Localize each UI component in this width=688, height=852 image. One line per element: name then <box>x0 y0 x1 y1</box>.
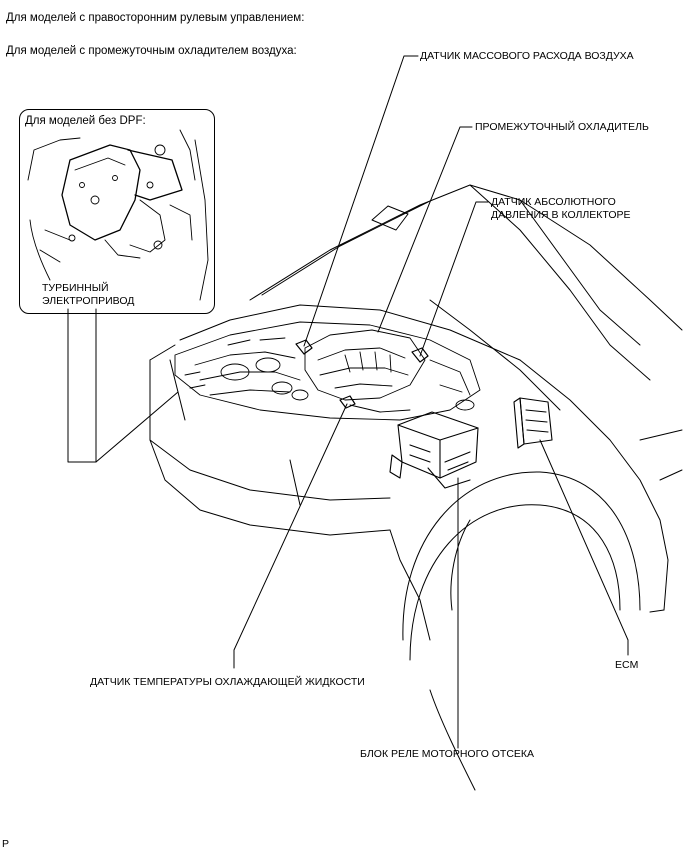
label-map-sensor-line2: ДАВЛЕНИЯ В КОЛЛЕКТОРЕ <box>491 209 631 221</box>
label-coolant-temp-sensor: ДАТЧИК ТЕМПЕРАТУРЫ ОХЛАЖДАЮЩЕЙ ЖИДКОСТИ <box>90 676 365 688</box>
ecm-unit <box>513 397 553 449</box>
label-intercooler: ПРОМЕЖУТОЧНЫЙ ОХЛАДИТЕЛЬ <box>475 121 649 133</box>
label-relay-block: БЛОК РЕЛЕ МОТОРНОГО ОТСЕКА <box>360 748 535 760</box>
label-map-sensor-line1: ДАТЧИК АБСОЛЮТНОГО <box>491 196 616 208</box>
inset-illustration <box>27 129 209 301</box>
leader-lines <box>67 55 629 749</box>
inset-frame <box>19 109 215 314</box>
header-note-rhd: Для моделей с правосторонним рулевым упр… <box>6 12 305 24</box>
label-turbo-actuator-line1: ТУРБИННЫЙ <box>42 282 109 294</box>
relay-block <box>389 411 479 489</box>
figure-code: P <box>2 838 10 850</box>
inset-title: Для моделей без DPF: <box>25 115 146 127</box>
car-body-outline <box>149 184 683 791</box>
header-note-intercooler: Для моделей с промежуточным охладителем … <box>6 45 297 57</box>
label-turbo-actuator-line2: ЭЛЕКТРОПРИВОД <box>42 295 135 307</box>
engine-bay <box>174 321 481 421</box>
label-maf-sensor: ДАТЧИК МАССОВОГО РАСХОДА ВОЗДУХА <box>420 50 634 62</box>
label-ecm: ECM <box>615 659 639 671</box>
